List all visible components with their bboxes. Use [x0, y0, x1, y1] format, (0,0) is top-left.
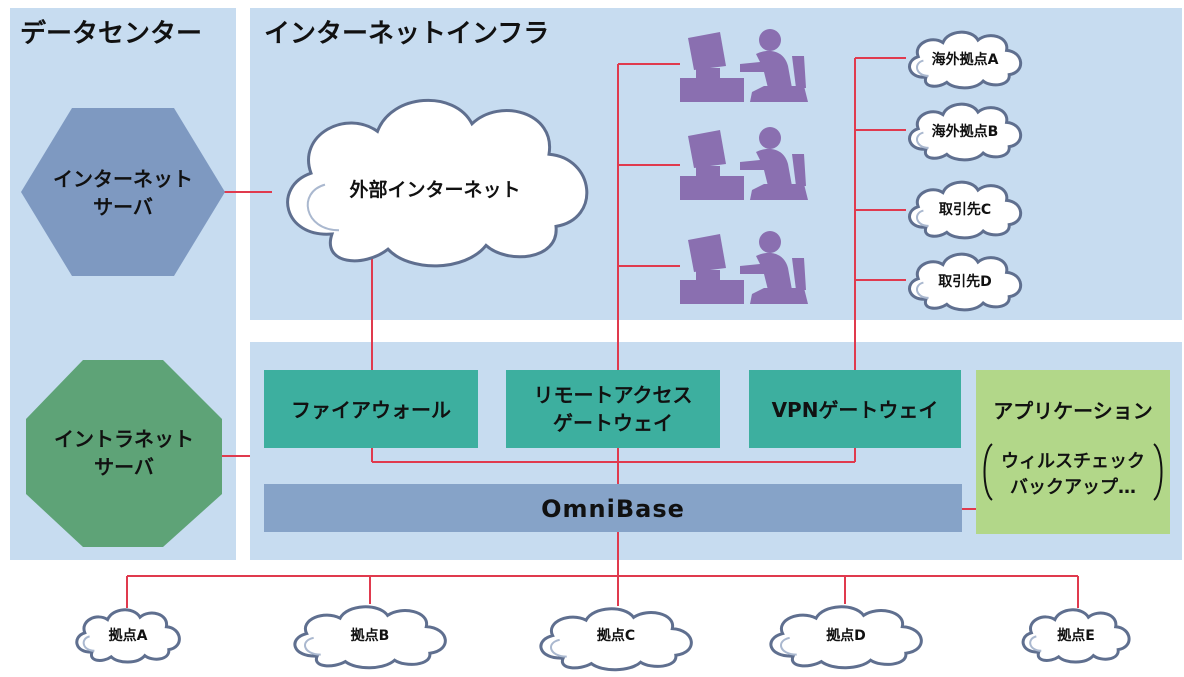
branch-cloud-label: 拠点D — [826, 627, 866, 644]
remote-cloud-overseas-b: 海外拠点B — [908, 103, 1022, 161]
application-item-virus-check: ウィルスチェック — [1001, 451, 1145, 472]
datacenter-title: データセンター — [20, 18, 202, 49]
remote-cloud-partner-d: 取引先D — [908, 253, 1022, 311]
intranet-server: イントラネット サーバ — [26, 360, 222, 547]
remote-cloud-partner-c: 取引先C — [908, 181, 1022, 239]
infra-title: インターネットインフラ — [264, 19, 549, 49]
branch-cloud-e: 拠点E — [1022, 608, 1131, 663]
external-internet-label: 外部インターネット — [349, 178, 520, 201]
vpn-gateway-box: VPNゲートウェイ — [749, 370, 961, 448]
application-title: アプリケーション — [993, 399, 1153, 423]
connection-lines — [126, 57, 1079, 608]
omnibase-bar: OmniBase — [264, 484, 962, 532]
branch-cloud-label: 拠点A — [109, 627, 148, 644]
remote-cloud-label: 海外拠点B — [932, 123, 999, 140]
firewall-label: ファイアウォール — [291, 398, 451, 422]
branch-cloud-a: 拠点A — [75, 608, 181, 663]
application-box: アプリケーション ウィルスチェック バックアップ… — [976, 370, 1170, 534]
firewall-box: ファイアウォール — [264, 370, 478, 448]
remote-access-label-1: リモートアクセス — [534, 383, 693, 407]
internet-server: インターネット サーバ — [21, 108, 225, 276]
bracket-right — [1153, 443, 1163, 501]
branch-cloud-c: 拠点C — [539, 607, 693, 672]
remote-access-gateway-box: リモートアクセス ゲートウェイ — [506, 370, 720, 448]
internet-server-label-2: サーバ — [93, 195, 153, 219]
application-item-backup: バックアップ… — [1010, 476, 1136, 498]
external-internet-cloud: 外部インターネット — [288, 100, 587, 265]
branch-cloud-b: 拠点B — [293, 605, 447, 670]
intranet-server-label-2: サーバ — [94, 455, 154, 479]
vpn-gateway-label: VPNゲートウェイ — [772, 398, 939, 422]
intranet-server-label-1: イントラネット — [54, 427, 194, 451]
remote-cloud-label: 海外拠点A — [932, 51, 999, 68]
branch-cloud-label: 拠点C — [597, 627, 635, 644]
remote-cloud-label: 取引先C — [939, 201, 991, 218]
remote-access-label-2: ゲートウェイ — [553, 411, 673, 435]
branch-cloud-label: 拠点E — [1057, 627, 1095, 644]
remote-cloud-label: 取引先D — [938, 273, 992, 290]
bracket-left — [983, 443, 993, 501]
omnibase-label: OmniBase — [541, 495, 685, 523]
remote-cloud-overseas-a: 海外拠点A — [908, 31, 1022, 89]
branch-cloud-label: 拠点B — [351, 627, 390, 644]
branch-cloud-d: 拠点D — [769, 605, 923, 670]
internet-server-label-1: インターネット — [53, 167, 193, 191]
